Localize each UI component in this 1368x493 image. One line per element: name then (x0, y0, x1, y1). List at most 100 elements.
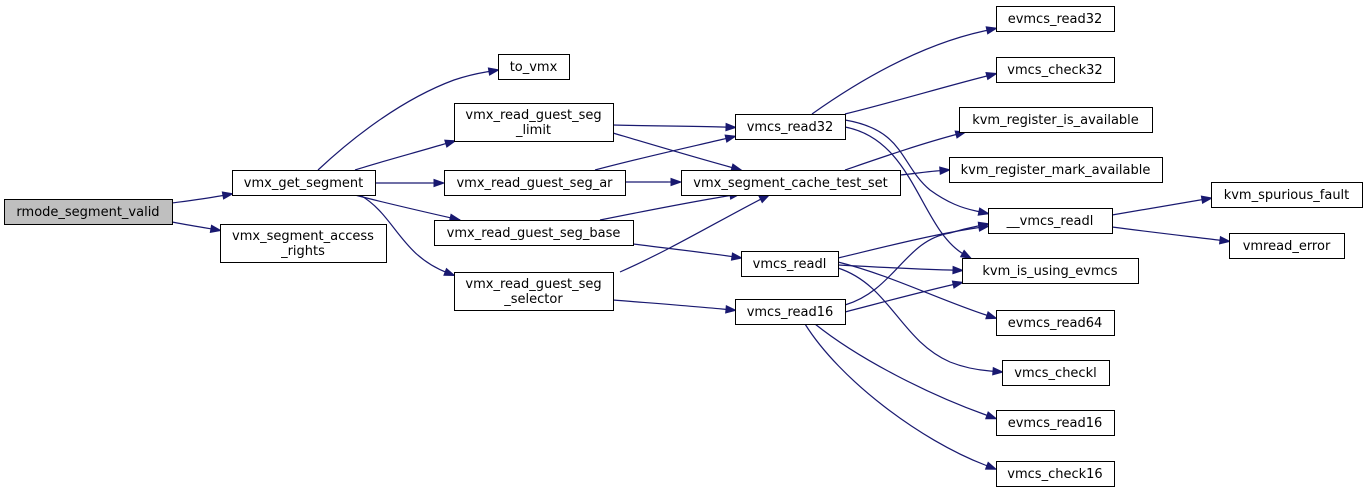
edge-vmcs-read16-to---vmcs-readl (844, 225, 979, 306)
node-box[interactable] (741, 251, 839, 277)
edge-vmcs-read16-to---vmcs-readl-arrowhead (977, 221, 991, 231)
node-evmcs-read16[interactable]: evmcs_read16 (996, 410, 1115, 436)
node-box[interactable] (996, 310, 1115, 336)
edge-rmode-segment-valid-to-vmx-get-segment-arrowhead (221, 191, 235, 200)
edge-vmx-get-segment-to-vmx-read-guest-seg-base (354, 194, 461, 221)
node---vmcs-readl[interactable]: __vmcs_readl (988, 208, 1113, 234)
node-vmx-read-guest-seg-base[interactable]: vmx_read_guest_seg_base (434, 220, 634, 246)
node-to-vmx[interactable]: to_vmx (498, 54, 570, 80)
node-label: vmx_read_guest_seg_ar (456, 176, 613, 191)
edges-layer (171, 26, 1232, 470)
node-label: vmread_error (1243, 239, 1331, 254)
node-label: rmode_segment_valid (16, 205, 159, 220)
node-kvm-is-using-evmcs[interactable]: kvm_is_using_evmcs (962, 258, 1139, 284)
node-label: vmx_segment_cache_test_set (693, 176, 887, 191)
node-label: evmcs_read16 (1008, 416, 1103, 431)
edge-vmx-get-segment-to-vmx-read-guest-seg-limit (354, 144, 442, 171)
node-vmcs-readl[interactable]: vmcs_readl (741, 251, 839, 277)
edge-vmx-segment-cache-test-set-to-kvm-register-is-available (844, 133, 959, 171)
node-label: evmcs_read32 (1008, 12, 1103, 27)
node-vmcs-checkl[interactable]: vmcs_checkl (1002, 360, 1110, 386)
node-vmcs-check32[interactable]: vmcs_check32 (996, 57, 1115, 83)
node-box[interactable] (996, 410, 1115, 436)
nodes-layer: rmode_segment_valid vmx_get_segment vmx_se… (4, 6, 1363, 487)
edge-rmode-segment-valid-to-vmx-segment-access-rights-tail (205, 227, 212, 230)
node-box[interactable] (962, 258, 1139, 284)
node-box[interactable] (1211, 182, 1363, 208)
node-box[interactable] (988, 208, 1113, 234)
node-box[interactable] (996, 57, 1115, 83)
edge-vmx-get-segment-to-vmx-read-guest-seg-limit-arrowhead (444, 139, 457, 148)
node-vmcs-check16[interactable]: vmcs_check16 (996, 461, 1115, 487)
edge-vmcs-readl-to-kvm-is-using-evmcs (837, 264, 950, 271)
node-box[interactable] (434, 220, 634, 246)
edge-vmcs-read32-to---vmcs-readl-arrowhead (977, 207, 991, 216)
edge-vmcs-read16-to-kvm-is-using-evmcs (844, 282, 961, 313)
node-vmx-read-guest-seg-ar[interactable]: vmx_read_guest_seg_ar (444, 170, 626, 196)
node-box[interactable] (949, 157, 1163, 183)
edge-rmode-segment-valid-to-vmx-get-segment (171, 195, 221, 204)
node-box[interactable] (959, 107, 1153, 133)
node-box[interactable] (1229, 233, 1345, 259)
node-vmx-get-segment[interactable]: vmx_get_segment (232, 170, 376, 196)
edge-rmode-segment-valid-to-vmx-segment-access-rights (171, 221, 207, 229)
edge-vmx-read-guest-seg-selector-to-vmcs-read16 (612, 299, 723, 310)
edge-vmx-read-guest-seg-base-to-vmcs-readl-arrowhead (730, 252, 744, 261)
edge-vmcs-readl-to---vmcs-readl (837, 227, 977, 259)
node-box[interactable] (996, 461, 1115, 487)
node-vmread-error[interactable]: vmread_error (1229, 233, 1345, 259)
edge-vmcs-read32-to-kvm-is-using-evmcs-arrowhead (959, 249, 973, 260)
edge-vmcs-read16-to-vmcs-check16-arrowhead (984, 461, 998, 470)
node-vmx-segment-cache-test-set[interactable]: vmx_segment_cache_test_set (681, 170, 901, 196)
node-vmx-read-guest-seg-limit[interactable]: vmx_read_guest_seg_limit (454, 103, 614, 142)
edge-vmx-get-segment-to-to-vmx (317, 71, 487, 171)
node-vmx-segment-access-rights[interactable]: vmx_segment_access_rights (220, 224, 387, 263)
node-box[interactable] (498, 54, 570, 80)
node-box[interactable] (4, 199, 173, 225)
edge-vmx-read-guest-seg-ar-to-vmx-segment-cache-test-set-arrowhead (670, 177, 683, 187)
edge-vmx-read-guest-seg-limit-to-vmcs-read32 (612, 124, 723, 128)
edge-vmcs-readl-to-kvm-is-using-evmcs-arrowhead (952, 265, 965, 275)
edge-vmcs-read32-to-evmcs-read32 (811, 30, 985, 115)
node-vmcs-read16[interactable]: vmcs_read16 (735, 299, 846, 325)
edge-vmx-read-guest-seg-limit-to-vmcs-read32-arrowhead (725, 122, 738, 132)
edge-vmcs-read32-to-kvm-is-using-evmcs (844, 126, 966, 256)
edge-vmx-get-segment-to-vmx-read-guest-seg-limit-tail (440, 143, 446, 146)
node-kvm-register-mark-available[interactable]: kvm_register_mark_available (949, 157, 1163, 183)
node-label: vmcs_read32 (747, 120, 834, 135)
node-label: __vmcs_readl (1006, 214, 1094, 229)
node-label: kvm_is_using_evmcs (982, 264, 1117, 279)
node-box[interactable] (454, 103, 614, 142)
node-kvm-spurious-fault[interactable]: kvm_spurious_fault (1211, 182, 1363, 208)
node-evmcs-read32[interactable]: evmcs_read32 (996, 6, 1115, 32)
edge---vmcs-readl-to-kvm-spurious-fault (1111, 199, 1201, 216)
edge-vmcs-readl-to-vmcs-checkl-arrowhead (992, 366, 1005, 376)
node-vmx-read-guest-seg-selector[interactable]: vmx_read_guest_seg_selector (454, 272, 614, 311)
node-label: to_vmx (510, 60, 558, 75)
edge-vmcs-readl-to-evmcs-read64-arrowhead (985, 311, 998, 320)
node-box[interactable] (996, 6, 1115, 32)
node-label: vmcs_read16 (747, 305, 834, 320)
edge-vmx-get-segment-to-to-vmx-arrowhead (487, 67, 501, 76)
node-box[interactable] (454, 272, 614, 311)
edge-vmx-read-guest-seg-base-to-vmcs-readl (632, 243, 729, 257)
node-box[interactable] (1002, 360, 1110, 386)
edge-vmcs-read32-to-vmcs-check32 (844, 76, 984, 115)
edge-vmx-read-guest-seg-selector-to-vmcs-read16-arrowhead (725, 305, 738, 314)
node-label: _limit (515, 123, 551, 138)
node-rmode-segment-valid[interactable]: rmode_segment_valid (4, 199, 173, 225)
edge-vmcs-read32-to-vmcs-check32-tail (982, 75, 988, 78)
node-box[interactable] (681, 170, 901, 196)
node-box[interactable] (232, 170, 376, 196)
node-label: vmcs_check16 (1007, 467, 1102, 482)
node-vmcs-read32[interactable]: vmcs_read32 (735, 114, 846, 140)
node-label: _rights (280, 244, 325, 259)
node-label: _selector (503, 292, 563, 307)
node-box[interactable] (735, 299, 846, 325)
node-evmcs-read64[interactable]: evmcs_read64 (996, 310, 1115, 336)
node-box[interactable] (220, 224, 387, 263)
node-box[interactable] (735, 114, 846, 140)
node-kvm-register-is-available[interactable]: kvm_register_is_available (959, 107, 1153, 133)
node-box[interactable] (444, 170, 626, 196)
